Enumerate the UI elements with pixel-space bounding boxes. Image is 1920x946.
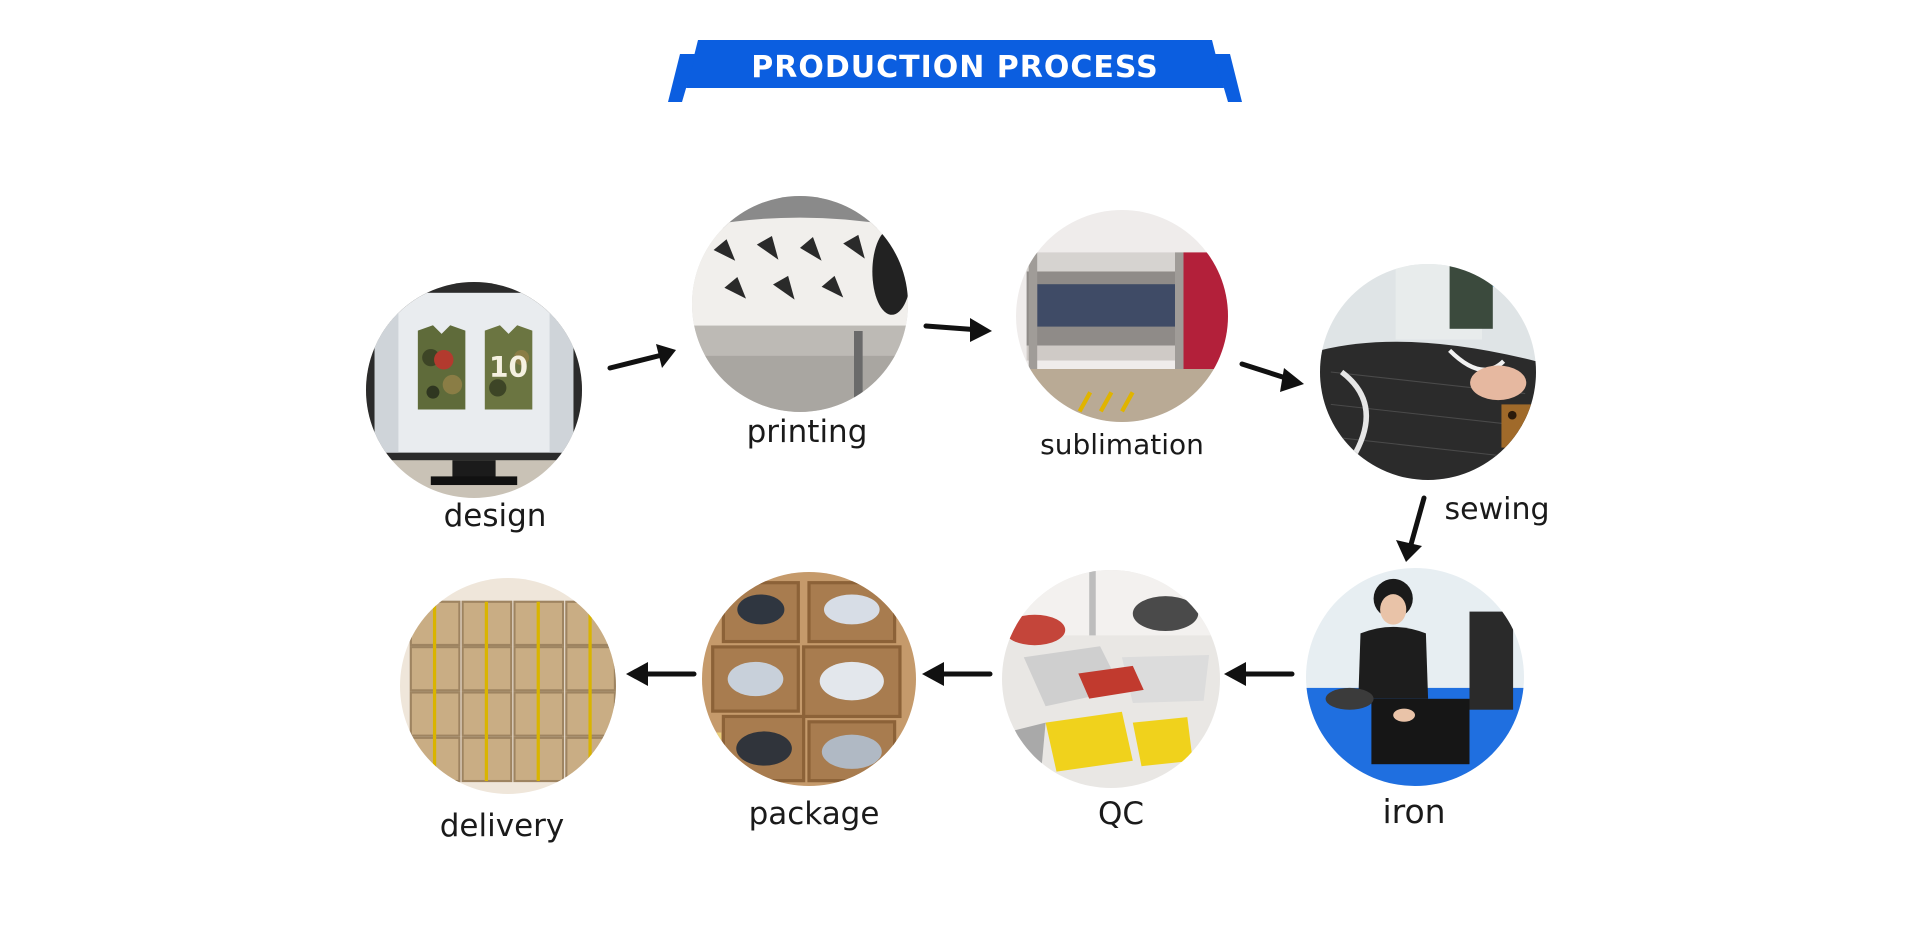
header-banner: PRODUCTION PROCESS <box>668 40 1242 102</box>
iron-photo <box>1306 568 1524 786</box>
svg-text:10: 10 <box>489 351 528 384</box>
design-photo: 10 <box>366 282 582 498</box>
step-label-iron: iron <box>1382 792 1446 831</box>
package-photo <box>702 572 916 786</box>
right-arrow-icon <box>1239 361 1304 392</box>
sewing-photo <box>1320 264 1536 480</box>
page-title: PRODUCTION PROCESS <box>751 50 1159 85</box>
qc-photo <box>1002 570 1220 788</box>
step-label-qc: QC <box>1097 796 1145 832</box>
left-arrow-icon <box>1224 662 1295 686</box>
step-label-sewing: sewing <box>1444 492 1550 527</box>
left-arrow-icon <box>626 662 697 686</box>
step-label-printing: printing <box>746 414 868 450</box>
right-arrow-icon <box>607 344 676 371</box>
sublimation-photo <box>1016 210 1228 422</box>
step-label-package: package <box>748 796 880 832</box>
right-arrow-icon <box>923 318 992 342</box>
down-arrow-icon <box>1396 495 1427 562</box>
step-label-design: design <box>443 498 547 534</box>
banner-shape <box>668 40 1242 102</box>
left-arrow-icon <box>922 662 993 686</box>
delivery-photo <box>400 578 616 794</box>
printing-photo <box>692 196 908 412</box>
step-label-sublimation: sublimation <box>1040 428 1204 461</box>
step-label-delivery: delivery <box>439 808 565 844</box>
